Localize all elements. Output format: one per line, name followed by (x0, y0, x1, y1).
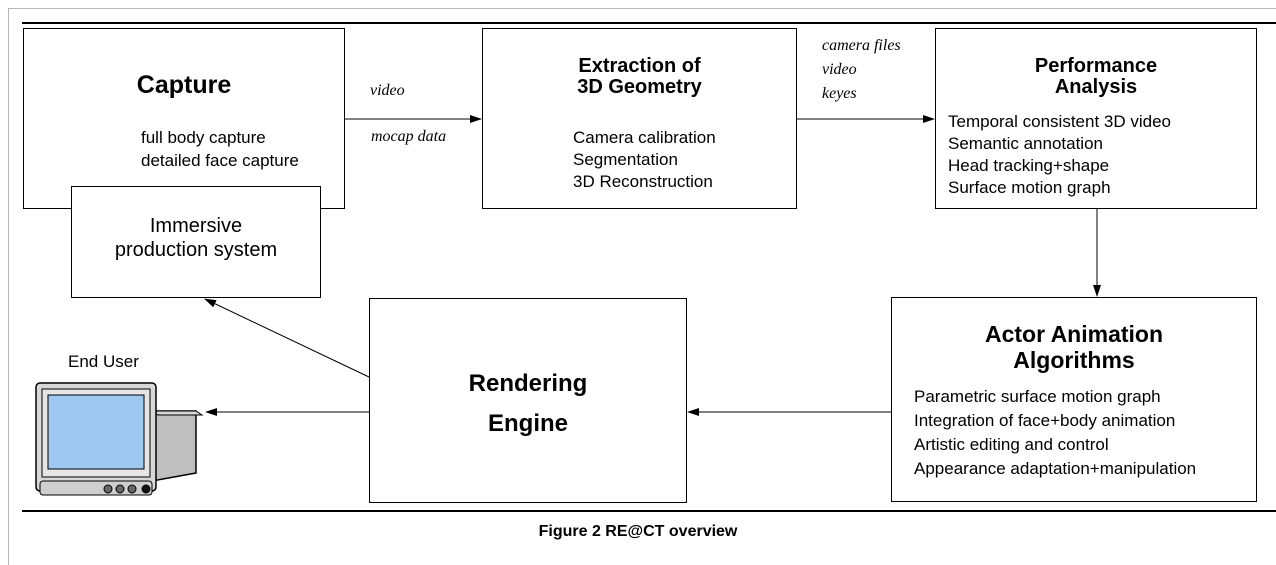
performance-box (935, 28, 1257, 209)
page-edge-top (8, 8, 1276, 9)
rendering-title: Rendering Engine (468, 370, 588, 437)
performance-item: Temporal consistent 3D video (948, 112, 1172, 131)
actor-item: Integration of face+body animation (914, 411, 1176, 430)
actor-title: Actor Animation Algorithms (984, 321, 1164, 373)
figure-caption: Figure 2 RE@CT overview (538, 523, 738, 540)
extraction-title: Extraction of 3D Geometry (577, 55, 702, 98)
actor-item: Artistic editing and control (914, 435, 1109, 454)
performance-item: Head tracking+shape (948, 156, 1110, 175)
arrow-rendering-to-immersive (204, 298, 370, 378)
figure-frame (22, 22, 1276, 512)
actor-item: Parametric surface motion graph (914, 387, 1161, 406)
actor-box (891, 297, 1257, 502)
page-edge-left (8, 8, 9, 565)
edge-label-mocap: mocap data (371, 128, 447, 145)
end-user-label: End User (68, 352, 139, 371)
extraction-item: Segmentation (573, 150, 678, 169)
extraction-item: Camera calibration (573, 128, 716, 147)
performance-item: Semantic annotation (948, 134, 1103, 153)
capture-item: detailed face capture (141, 151, 299, 170)
performance-title: Performance Analysis (1034, 55, 1158, 98)
monitor-icon (35, 382, 204, 496)
actor-item: Appearance adaptation+manipulation (914, 459, 1197, 478)
capture-item: full body capture (141, 128, 266, 147)
edge-label-camera-files: camera files video keyes (822, 37, 901, 102)
extraction-item: 3D Reconstruction (573, 172, 713, 191)
performance-item: Surface motion graph (948, 178, 1111, 197)
immersive-title: Immersive production system (114, 215, 278, 261)
immersive-box (71, 186, 321, 298)
rendering-box (369, 298, 687, 503)
extraction-box (482, 28, 797, 209)
capture-title: Capture (136, 71, 232, 99)
edge-label-video: video (370, 82, 405, 99)
